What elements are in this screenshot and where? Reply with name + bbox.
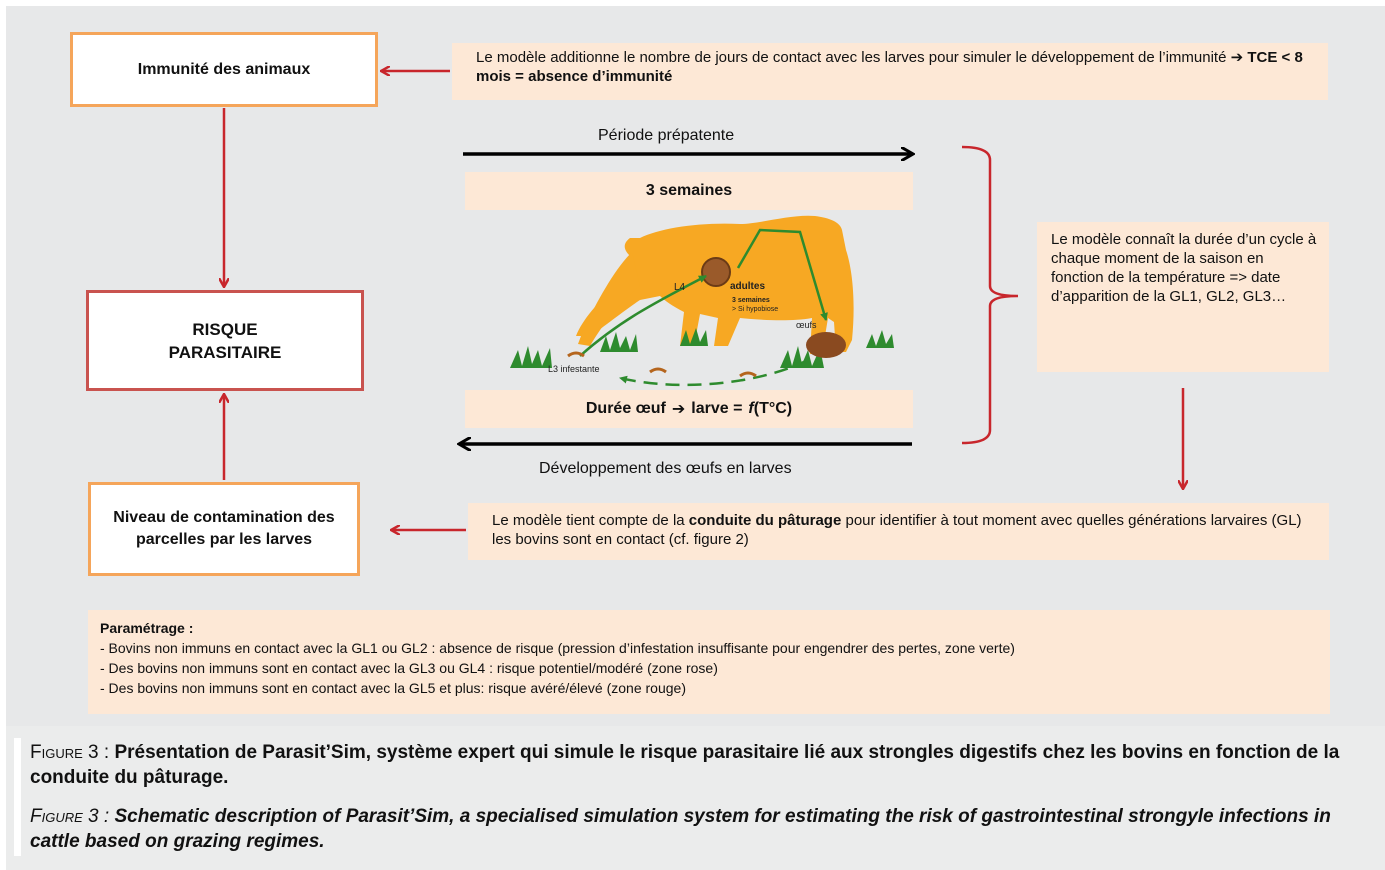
caption-fr-label: Figure 3 : bbox=[30, 742, 110, 763]
immunite-note-arrow: ➔ bbox=[1230, 49, 1244, 66]
caption-en: Figure 3 : Schematic description of Para… bbox=[30, 804, 1370, 854]
conduite-post: pour identifier à tout moment avec quell… bbox=[492, 512, 1302, 548]
niveau-label: Niveau de contamination des parcelles pa… bbox=[113, 509, 335, 548]
immunite-note: Le modèle additionne le nombre de jours … bbox=[452, 43, 1328, 100]
caption-fr: Figure 3 : Présentation de Parasit’Sim, … bbox=[30, 740, 1370, 790]
duree-left: Durée œuf bbox=[585, 400, 666, 417]
caption-en-text: Schematic description of Parasit’Sim, a … bbox=[30, 806, 1331, 852]
immunite-note-bold: TCE < 8 mois = absence d’immunité bbox=[476, 49, 1303, 85]
parametrage-item-3: - Des bovins non immuns sont en contact … bbox=[100, 680, 686, 696]
trois-semaines-label: 3 semaines bbox=[645, 182, 733, 199]
caption-bar bbox=[14, 738, 21, 856]
caption-en-label: Figure 3 : bbox=[30, 806, 110, 827]
duree-tail: (T°C) bbox=[753, 400, 793, 417]
conduite-bold: conduite du pâturage bbox=[688, 512, 842, 529]
immunite-note-text: Le modèle additionne le nombre de jours … bbox=[476, 49, 1227, 66]
niveau-box: Niveau de contamination des parcelles pa… bbox=[88, 482, 360, 576]
parametrage-item-1: - Bovins non immuns en contact avec la G… bbox=[100, 640, 1015, 656]
developpement-label: Développement des œufs en larves bbox=[539, 460, 792, 477]
parametrage-box: Paramétrage : - Bovins non immuns en con… bbox=[88, 610, 1330, 714]
periode-label: Période prépatente bbox=[598, 127, 735, 144]
immunite-box: Immunité des animaux bbox=[70, 32, 378, 107]
conduite-note: Le modèle tient compte de la conduite du… bbox=[468, 503, 1329, 560]
caption-area bbox=[6, 726, 1385, 870]
duree-mid: larve = bbox=[691, 400, 743, 417]
cycle-note-text: Le modèle connaît la durée d’un cycle à … bbox=[1051, 231, 1317, 305]
parametrage-title: Paramétrage : bbox=[100, 620, 194, 636]
duree-f: f bbox=[748, 400, 754, 417]
immunite-label: Immunité des animaux bbox=[137, 61, 311, 78]
duree-arrow: ➔ bbox=[671, 401, 686, 418]
duree-box: Durée œuf ➔ larve = f(T°C) bbox=[465, 390, 913, 428]
risque-label-line1: RISQUE bbox=[192, 319, 258, 339]
conduite-pre: Le modèle tient compte de la bbox=[492, 512, 685, 529]
trois-semaines-box: 3 semaines bbox=[465, 172, 913, 210]
caption-fr-text: Présentation de Parasit’Sim, système exp… bbox=[30, 742, 1340, 788]
risque-label-line2: PARASITAIRE bbox=[168, 342, 282, 362]
risque-box: RISQUE PARASITAIRE bbox=[86, 290, 364, 391]
cycle-note: Le modèle connaît la durée d’un cycle à … bbox=[1037, 222, 1329, 372]
parametrage-item-2: - Des bovins non immuns sont en contact … bbox=[100, 660, 718, 676]
